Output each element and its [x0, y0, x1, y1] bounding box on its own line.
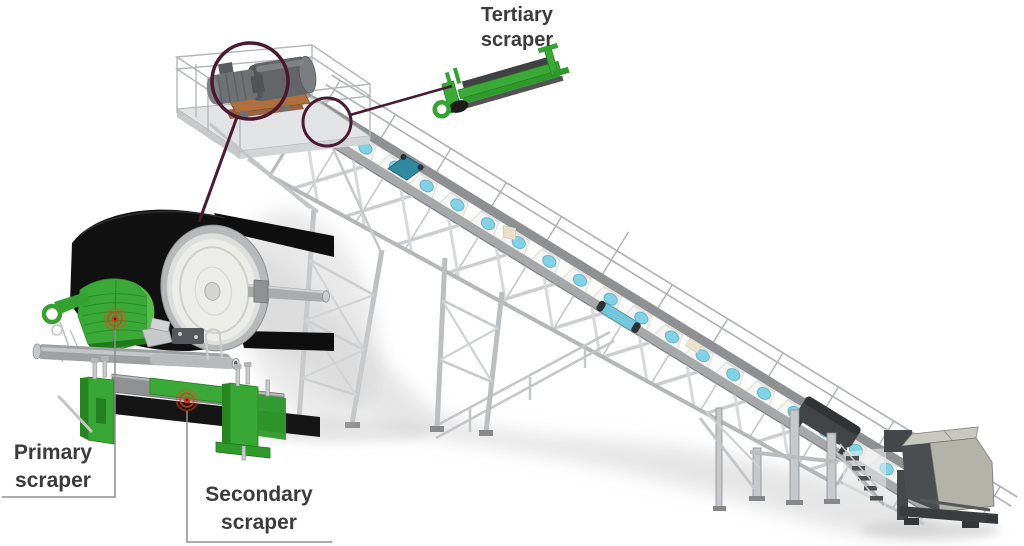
- pulley-detail-view: [32, 209, 380, 461]
- scraper-mounting-tube: [32, 343, 240, 370]
- secondary-right-bracket: [215, 362, 286, 461]
- head-pulley-face: [160, 224, 270, 352]
- tertiary-left-bracket: [432, 67, 469, 119]
- conveyor-incline: [268, 74, 1018, 526]
- secondary-scraper-assembly: [56, 356, 320, 461]
- material-on-belt: [502, 225, 703, 354]
- tail-stairs: [835, 443, 886, 506]
- head-drive-unit: [206, 55, 317, 119]
- tail-support-legs: [698, 407, 840, 511]
- belt-with-rollers: [291, 98, 946, 509]
- callout-circle-icon: [210, 41, 290, 121]
- label-leader-lines: [2, 330, 332, 543]
- drive-motor: [206, 62, 265, 105]
- spare-roller-on-walkway: [596, 300, 641, 334]
- target-marker-icon: [175, 388, 199, 412]
- target-marker-icon: [103, 307, 127, 331]
- pulley-shaft: [247, 279, 330, 304]
- support-structures: [292, 207, 886, 511]
- access-walkway: [431, 330, 615, 440]
- tail-hopper: [884, 426, 998, 528]
- tertiary-scraper-label: Tertiary scraper: [480, 4, 554, 51]
- far-stringer: [299, 90, 951, 496]
- callouts: [197, 41, 453, 223]
- tube-clamps: [141, 317, 224, 361]
- callout-circle-icon: [301, 96, 353, 148]
- tertiary-right-bracket: [537, 42, 570, 78]
- tertiary-scraper-figure: [432, 42, 570, 119]
- secondary-left-bracket: [80, 356, 115, 445]
- belt-cover: [793, 396, 861, 456]
- troughing-idler-highlight: [387, 153, 425, 181]
- support-tower-b: [430, 257, 505, 436]
- primary-scraper-head: [77, 278, 155, 351]
- secondary-scraper-label: Secondary scraper: [205, 483, 313, 534]
- primary-scraper-label: Primary scraper: [13, 441, 93, 492]
